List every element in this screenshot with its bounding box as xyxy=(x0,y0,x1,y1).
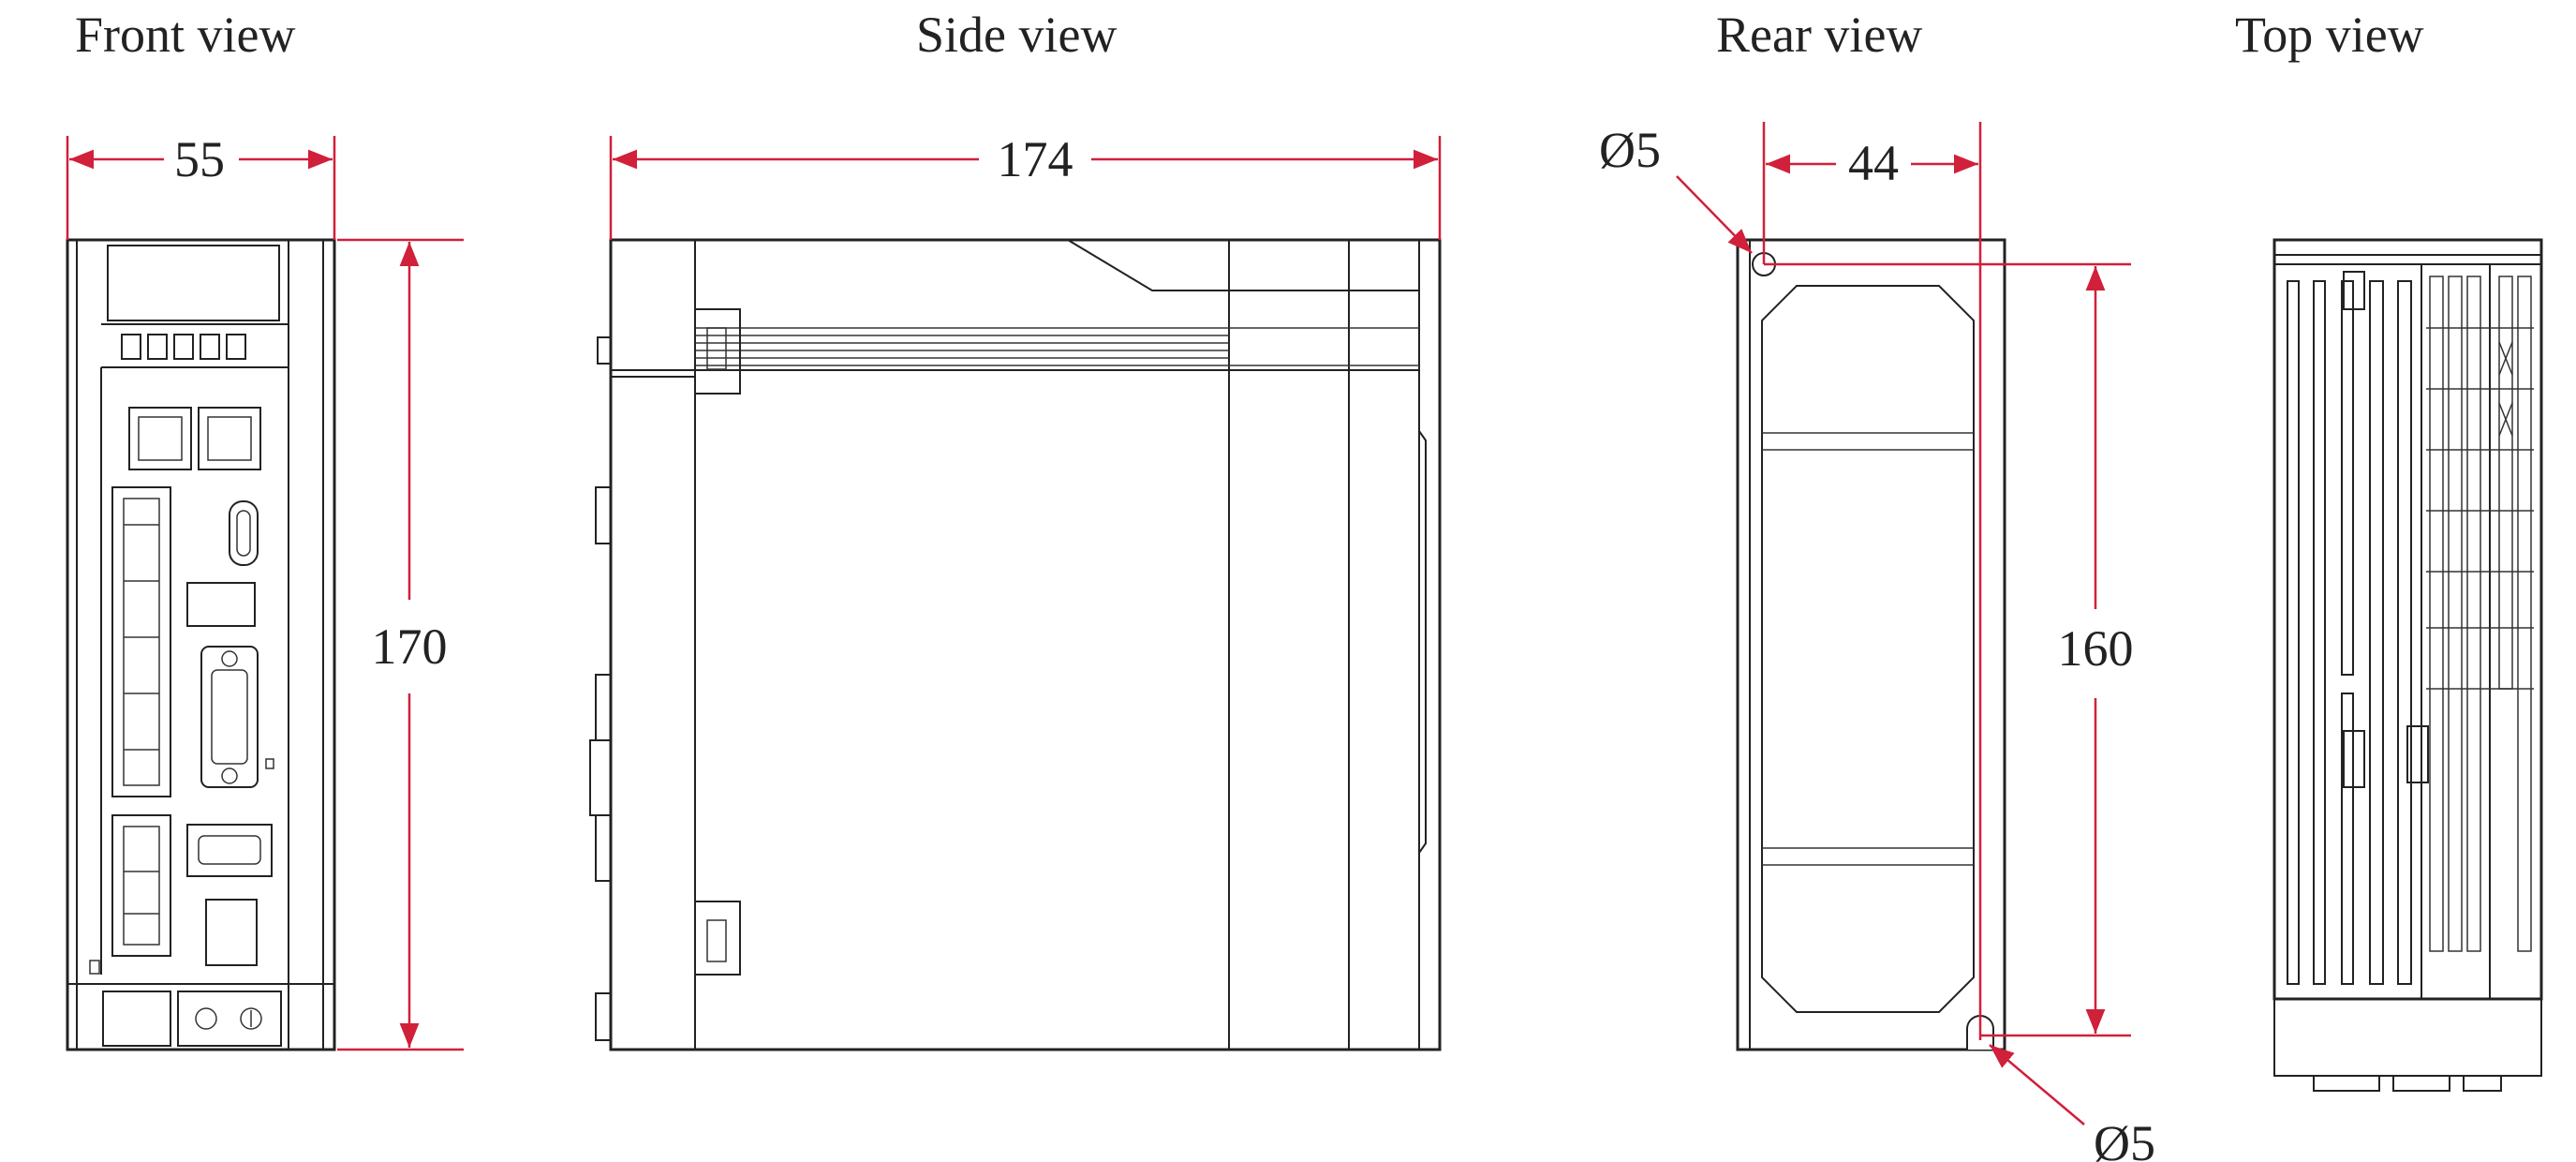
rear-view-title: Rear view xyxy=(1716,7,1922,63)
button xyxy=(226,334,246,360)
small-connector xyxy=(186,824,273,877)
vent-grid xyxy=(2406,264,2534,999)
top-view xyxy=(2273,238,2543,1092)
display-window xyxy=(107,245,280,321)
power-block xyxy=(102,991,171,1047)
switch-block xyxy=(177,991,282,1047)
button xyxy=(121,334,141,360)
side-view-body xyxy=(589,238,1442,1051)
front-view-body xyxy=(66,238,336,1051)
din-clip-top xyxy=(597,308,741,395)
usb-a-port xyxy=(186,582,256,627)
terminal-connector-upper xyxy=(111,486,171,797)
front-height-dimension: 170 xyxy=(337,238,464,1051)
usb-c-port xyxy=(229,500,259,566)
front-view-title: Front view xyxy=(75,7,296,63)
side-view: 174 xyxy=(589,131,1442,1051)
rj45-port-1 xyxy=(128,407,192,470)
rear-width-dimension: 44 xyxy=(1762,122,1982,1040)
front-width-dimension: 55 xyxy=(66,131,336,240)
rj45-port-2 xyxy=(198,407,261,470)
rear-height-label: 160 xyxy=(2058,620,2134,677)
rear-view-body xyxy=(1736,238,2006,1051)
rear-height-dimension: 160 xyxy=(1764,262,2134,1037)
rear-hole-bottom-label: Ø5 xyxy=(2094,1115,2155,1162)
front-view: 55 170 xyxy=(66,131,464,1051)
rear-hole-top-label: Ø5 xyxy=(1599,122,1661,178)
rear-width-label: 44 xyxy=(1848,135,1899,191)
top-view-body xyxy=(2273,238,2543,1092)
button xyxy=(200,334,220,360)
terminal-connector-lower xyxy=(111,814,171,957)
button xyxy=(173,334,194,360)
front-height-label: 170 xyxy=(372,618,448,675)
button xyxy=(147,334,168,360)
side-length-label: 174 xyxy=(998,131,1073,187)
side-length-dimension: 174 xyxy=(609,131,1442,240)
square-connector xyxy=(205,899,258,966)
rear-hole-bottom-callout: Ø5 xyxy=(1989,1044,2155,1162)
rear-hole-top-callout: Ø5 xyxy=(1599,122,1753,254)
top-view-title: Top view xyxy=(2235,7,2424,63)
dsub-connector xyxy=(200,646,274,788)
din-clip-bottom xyxy=(694,901,741,976)
front-width-label: 55 xyxy=(174,131,225,187)
side-view-title: Side view xyxy=(916,7,1117,63)
rear-view: 44 160 Ø5 Ø5 xyxy=(1599,122,2155,1162)
